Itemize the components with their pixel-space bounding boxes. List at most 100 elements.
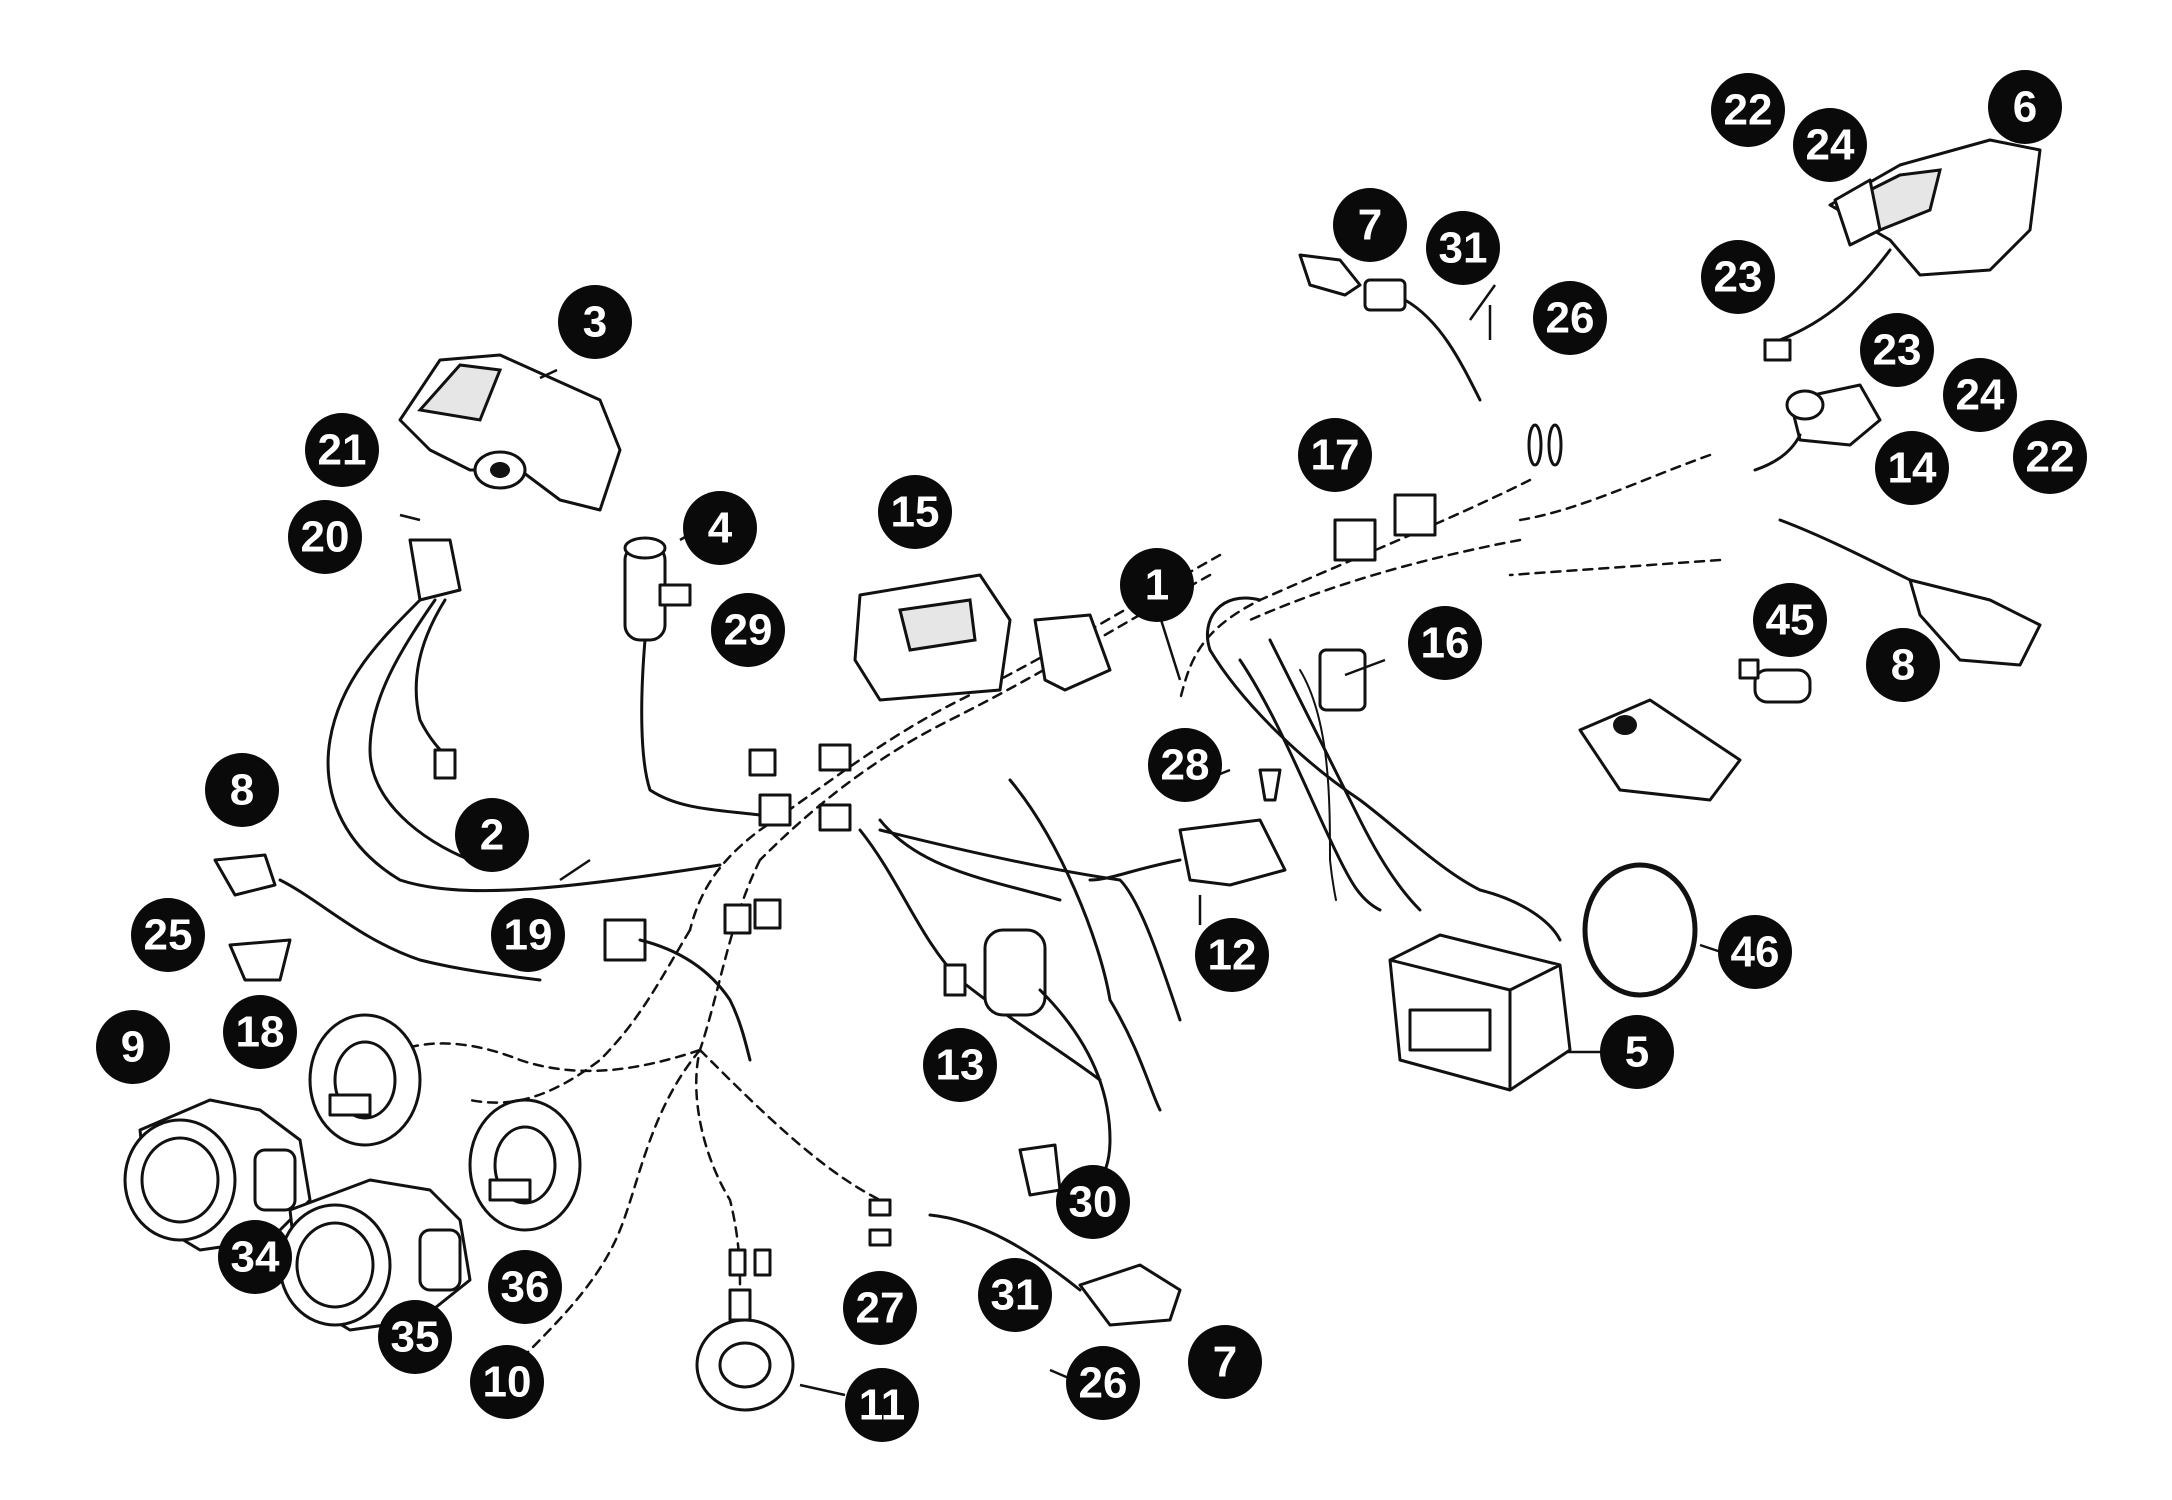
svg-text:31: 31: [991, 1271, 1040, 1320]
callout-29: 29: [711, 593, 785, 667]
callout-4: 4: [683, 491, 757, 565]
callouts: 1 2 3 4 5 6 7 7 8 8 9 10 11 12 13 14 15 …: [96, 70, 2087, 1442]
svg-text:8: 8: [1891, 641, 1915, 690]
callout-8-left: 8: [205, 753, 279, 827]
callout-23-right: 23: [1860, 313, 1934, 387]
callout-16: 16: [1408, 606, 1482, 680]
callout-3: 3: [558, 285, 632, 359]
callout-2: 2: [455, 798, 529, 872]
svg-text:19: 19: [504, 911, 553, 960]
relay-connector: [1333, 493, 1437, 562]
callout-22-right: 22: [2013, 420, 2087, 494]
svg-text:18: 18: [236, 1008, 285, 1057]
ignition-switch: [623, 536, 792, 827]
callout-34: 34: [218, 1220, 292, 1294]
callout-45: 45: [1753, 583, 1827, 657]
svg-text:22: 22: [2026, 433, 2075, 482]
callout-9: 9: [96, 1010, 170, 1084]
svg-text:22: 22: [1724, 86, 1773, 135]
callout-11: 11: [845, 1368, 919, 1442]
svg-text:24: 24: [1956, 371, 2005, 420]
callout-13: 13: [923, 1028, 997, 1102]
rear-right-turn-signal: [1778, 518, 2042, 667]
voltage-regulator: [1088, 768, 1287, 887]
callout-28: 28: [1148, 728, 1222, 802]
headlight-right: [278, 1178, 472, 1332]
callout-24-top: 24: [1793, 108, 1867, 182]
battery: [1388, 933, 1572, 1092]
small-connectors: [723, 743, 892, 1277]
callout-36: 36: [488, 1250, 562, 1324]
callout-15: 15: [878, 475, 952, 549]
callout-31-bottom: 31: [978, 1258, 1052, 1332]
license-plate-light: [1753, 383, 1882, 472]
svg-text:11: 11: [859, 1381, 906, 1430]
connector-16: [1318, 648, 1367, 712]
callout-31-top: 31: [1426, 211, 1500, 285]
main-wiring-harness: [398, 453, 1722, 1362]
callout-25: 25: [131, 898, 205, 972]
svg-text:46: 46: [1731, 928, 1780, 977]
callout-6: 6: [1988, 70, 2062, 144]
callout-22-top: 22: [1711, 73, 1785, 147]
svg-text:23: 23: [1714, 253, 1763, 302]
callout-8-right: 8: [1866, 628, 1940, 702]
svg-text:34: 34: [231, 1233, 280, 1282]
callout-46: 46: [1718, 915, 1792, 989]
o-ring: [1582, 862, 1698, 998]
svg-text:36: 36: [501, 1263, 550, 1312]
svg-text:15: 15: [891, 488, 940, 537]
callout-23-top: 23: [1701, 240, 1775, 314]
callout-17: 17: [1298, 418, 1372, 492]
left-handlebar-switch: [326, 353, 722, 893]
svg-text:35: 35: [391, 1313, 440, 1362]
front-turn-signal: [928, 1213, 1182, 1327]
headlight-left: [123, 1098, 312, 1252]
callout-7-top: 7: [1333, 188, 1407, 262]
connector-19: [603, 918, 752, 1062]
callout-20: 20: [288, 500, 362, 574]
svg-text:30: 30: [1069, 1178, 1118, 1227]
lamp-holder-18: [308, 1013, 422, 1147]
svg-text:6: 6: [2013, 83, 2037, 132]
svg-text:10: 10: [483, 1358, 532, 1407]
svg-text:28: 28: [1161, 741, 1210, 790]
callout-18: 18: [223, 995, 297, 1069]
svg-text:20: 20: [301, 513, 350, 562]
svg-text:13: 13: [936, 1041, 985, 1090]
svg-text:5: 5: [1625, 1028, 1649, 1077]
svg-text:45: 45: [1766, 596, 1815, 645]
cdi-unit: [853, 573, 1112, 702]
callout-30: 30: [1056, 1165, 1130, 1239]
svg-text:2: 2: [480, 811, 504, 860]
svg-text:21: 21: [318, 426, 367, 475]
svg-text:9: 9: [121, 1023, 145, 1072]
front-left-turn-signal: [213, 853, 542, 982]
svg-text:31: 31: [1439, 224, 1488, 273]
callout-10: 10: [470, 1345, 544, 1419]
svg-text:26: 26: [1546, 294, 1595, 343]
callout-12: 12: [1195, 918, 1269, 992]
svg-text:17: 17: [1311, 431, 1360, 480]
horn: [695, 1288, 795, 1412]
rear-left-turn-signal: [1298, 253, 1563, 467]
callout-14: 14: [1875, 431, 1949, 505]
svg-text:16: 16: [1421, 619, 1470, 668]
callout-21: 21: [305, 413, 379, 487]
callout-35: 35: [378, 1300, 452, 1374]
svg-text:25: 25: [144, 911, 193, 960]
svg-text:3: 3: [583, 298, 607, 347]
callout-27: 27: [843, 1271, 917, 1345]
svg-text:23: 23: [1873, 326, 1922, 375]
callout-24-right: 24: [1943, 358, 2017, 432]
lamp-holder-36: [468, 1098, 582, 1232]
callout-26-top: 26: [1533, 281, 1607, 355]
svg-text:7: 7: [1358, 201, 1382, 250]
svg-text:1: 1: [1145, 561, 1169, 610]
svg-text:27: 27: [856, 1284, 905, 1333]
svg-text:14: 14: [1888, 444, 1937, 493]
svg-text:7: 7: [1213, 1338, 1237, 1387]
fuse-holder: [1578, 698, 1742, 802]
svg-text:8: 8: [230, 766, 254, 815]
